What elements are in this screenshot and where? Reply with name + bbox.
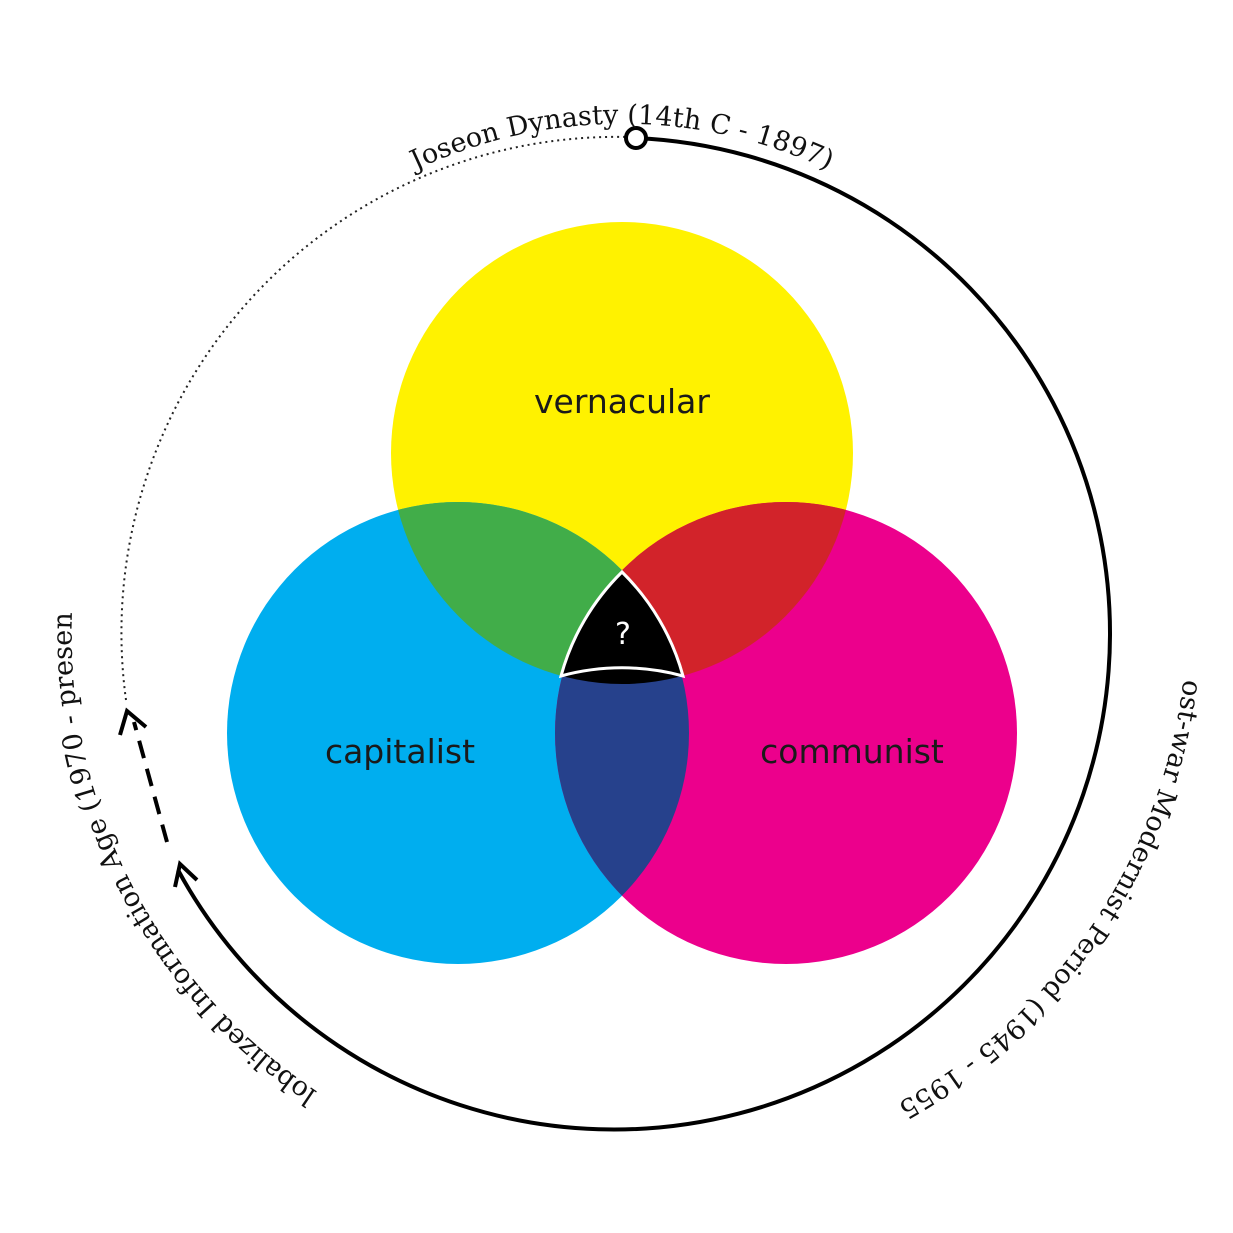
label-vernacular: vernacular <box>534 382 710 421</box>
era-label-joseon-path: Joseon Dynasty (14th C - 1897) <box>403 100 839 178</box>
arrowhead-icon <box>118 707 148 736</box>
timeline-dotted-arc <box>120 135 631 701</box>
label-center-question: ? <box>615 617 631 652</box>
label-capitalist: capitalist <box>325 732 475 771</box>
center-outline <box>558 569 686 679</box>
timeline-solid-arc <box>176 136 1112 1132</box>
timeline-start-node <box>624 126 648 150</box>
era-label-joseon: Joseon Dynasty (14th C - 1897) <box>403 100 839 178</box>
overlap-vernacular-capitalist <box>391 502 689 684</box>
arrowhead-icon <box>173 860 199 888</box>
label-communist: communist <box>760 732 944 771</box>
era-label-global: Globalized Information Age (1970 - prese… <box>0 0 321 1112</box>
timeline-dashed-arc <box>132 721 169 843</box>
era-label-global-path: Globalized Information Age (1970 - prese… <box>0 0 321 1112</box>
overlap-vernacular-communist <box>555 502 853 684</box>
